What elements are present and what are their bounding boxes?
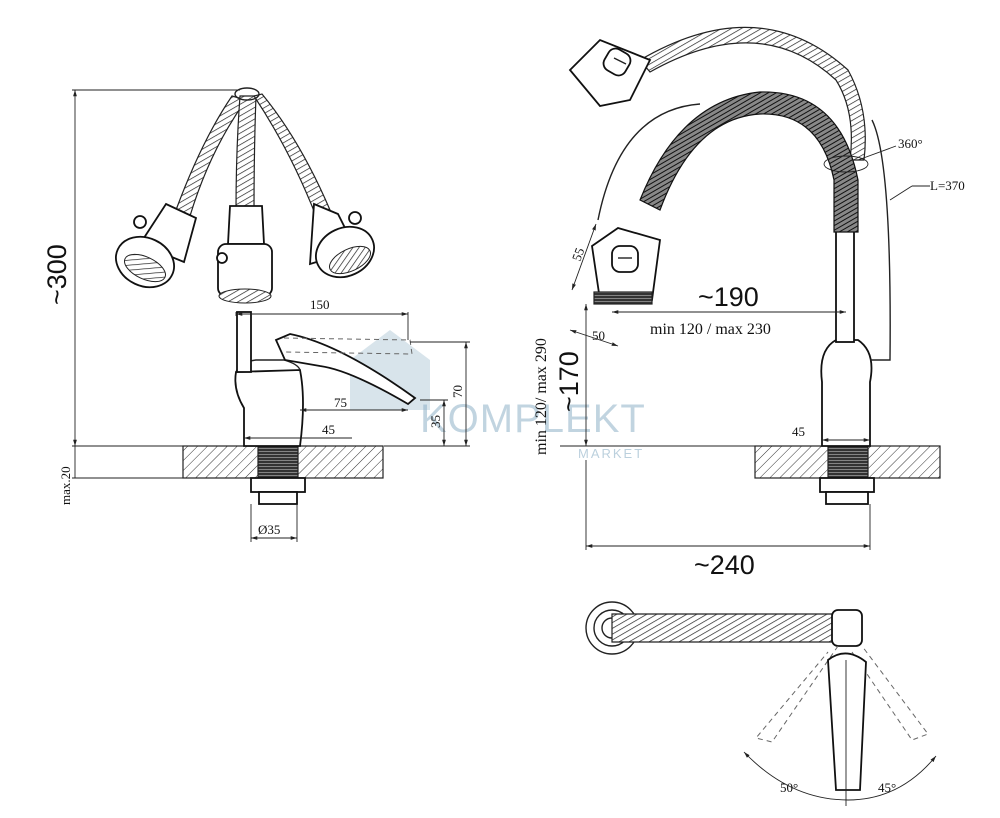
right-mount-stud [825, 491, 869, 505]
dim-left-height-total: ~300 [42, 244, 72, 305]
watermark: KOMPLEKT MARKET [350, 330, 646, 461]
left-hose-2 [235, 95, 257, 211]
dim-left-spout-reach: 150 [310, 297, 330, 312]
top-lever [827, 652, 867, 791]
dim-left-thread-diameter: Ø35 [258, 522, 280, 537]
right-mount-nut [819, 477, 875, 493]
watermark-brand: KOMPLEKT [420, 397, 646, 441]
dim-top-angle-left: 50° [780, 780, 798, 795]
dim-right-reach-main: ~190 [698, 282, 759, 312]
dim-right-total-width: ~240 [694, 550, 755, 580]
left-shower-head-3 [309, 202, 375, 279]
dim-left-lever-reach: 75 [334, 395, 347, 410]
right-mount-hole [827, 445, 869, 479]
dim-left-body-width: 45 [322, 422, 335, 437]
dim-right-hose-length: L=370 [930, 178, 965, 193]
left-shower-head-2 [216, 205, 273, 304]
dim-right-height-range: min 120/ max 290 [533, 338, 550, 455]
left-mount-hole [257, 445, 299, 479]
right-spout-tube [835, 229, 855, 343]
dim-right-reach-range: min 120 / max 230 [650, 321, 771, 338]
top-view: 50° 45° [585, 601, 937, 806]
dim-right-body-width: 45 [792, 424, 805, 439]
dim-right-height-main: ~170 [554, 351, 584, 412]
right-faucet-body [820, 339, 873, 447]
dim-top-angle-right: 45° [878, 780, 896, 795]
right-hose-main [639, 91, 859, 233]
left-faucet-body [234, 369, 304, 447]
dim-right-head-55: 55 [569, 246, 588, 263]
dim-left-height-35: 35 [428, 415, 443, 428]
dim-left-height-70: 70 [450, 385, 465, 398]
left-shower-head-1 [115, 202, 198, 289]
dim-left-max-thickness: max.20 [58, 466, 73, 505]
right-side-view: 360° L=370 55 50 ~190 min 120 / max 230 … [533, 26, 965, 580]
left-spout-tube [236, 311, 252, 373]
left-hose-3 [253, 93, 331, 217]
left-lever [274, 333, 417, 406]
dim-right-rotation: 360° [898, 136, 923, 151]
right-hose-extended [639, 26, 866, 161]
right-shower-head-upper [568, 38, 652, 107]
watermark-sub: MARKET [578, 446, 644, 461]
left-mount-nut [250, 477, 306, 493]
right-shower-head-main [591, 227, 661, 305]
top-hose [611, 613, 851, 643]
left-side-view: ~300 max.20 150 75 45 70 35 Ø35 [42, 87, 470, 542]
dim-right-head-50: 50 [592, 328, 605, 343]
left-mount-stud [258, 491, 298, 505]
